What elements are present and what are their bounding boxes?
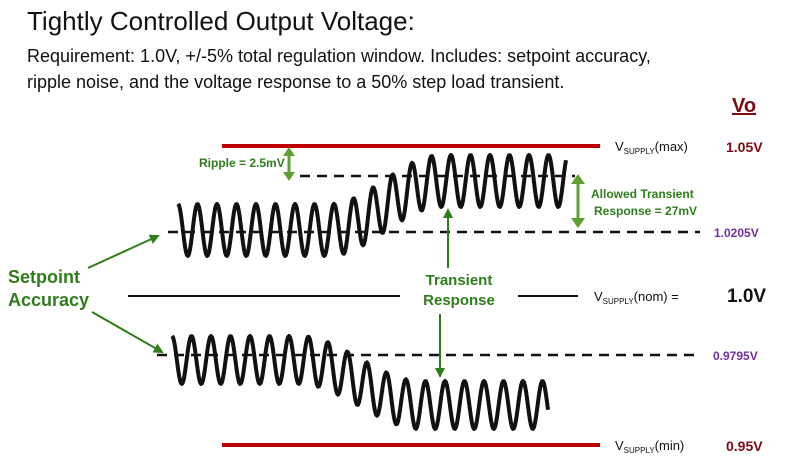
setpoint-label-1: Setpoint xyxy=(8,267,80,287)
requirement-text: Requirement: 1.0V, +/-5% total regulatio… xyxy=(27,43,767,95)
transient-label-2: Response xyxy=(423,292,495,309)
vsupply-nom-label: VSUPPLY(nom) = xyxy=(594,289,679,306)
vo-header: Vo xyxy=(732,95,756,117)
upper-level-value: 1.0205V xyxy=(714,226,759,240)
vsupply-min-value: 0.95V xyxy=(726,438,763,454)
setpoint-arrow-down xyxy=(91,311,164,353)
ripple-label: Ripple = 2.5mV xyxy=(199,156,285,170)
transient-label-1: Transient xyxy=(426,272,493,289)
setpoint-arrow-up xyxy=(87,234,160,269)
lower-waveform xyxy=(170,334,550,431)
requirement-line-1: Requirement: 1.0V, +/-5% total regulatio… xyxy=(27,46,651,66)
allowed-transient-label-2: Response = 27mV xyxy=(594,204,697,218)
lower-level-value: 0.9795V xyxy=(713,349,758,363)
allowed-transient-arrow xyxy=(571,174,585,228)
ripple-arrow xyxy=(283,147,295,181)
setpoint-label-2: Accuracy xyxy=(8,290,89,310)
vsupply-max-value: 1.05V xyxy=(726,139,763,155)
vsupply-nom-value: 1.0V xyxy=(727,286,766,307)
page-title: Tightly Controlled Output Voltage: xyxy=(27,6,415,36)
upper-waveform xyxy=(176,153,568,258)
vsupply-min-label: VSUPPLY(min) xyxy=(615,438,684,455)
allowed-transient-label-1: Allowed Transient xyxy=(591,187,694,201)
vsupply-max-label: VSUPPLY(max) xyxy=(615,139,688,156)
requirement-line-2: ripple noise, and the voltage response t… xyxy=(27,72,565,92)
